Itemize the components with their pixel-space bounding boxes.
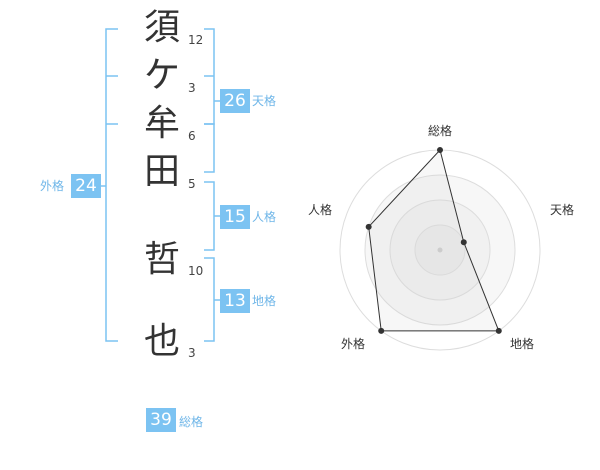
chikaku-bracket (204, 257, 220, 342)
gaikaku-bracket (100, 28, 118, 342)
stroke-count-2: 3 (188, 81, 196, 95)
soukaku-label: 総格 (179, 415, 204, 429)
radar-point-5 (365, 223, 372, 230)
stroke-count-4: 5 (188, 177, 196, 191)
stroke-count-6: 3 (188, 346, 196, 360)
radar-point-1 (437, 147, 443, 153)
stroke-count-5: 10 (188, 264, 204, 278)
radar-axis-label-tenkaku: 天格 (550, 203, 575, 217)
radar-axis-label-gaikaku: 外格 (341, 337, 366, 351)
gaikaku-badge: 24 (71, 174, 101, 198)
name-char-5: 哲 (143, 239, 180, 280)
gaikaku-label: 外格 (40, 179, 65, 193)
radar-point-3 (495, 327, 502, 334)
name-char-3: 牟 (143, 103, 180, 144)
radar-point-4 (378, 327, 385, 334)
tenkaku-badge: 26 (220, 89, 250, 113)
jinkaku-bracket (204, 123, 220, 251)
radar-center-dot (437, 247, 443, 253)
chikaku-badge: 13 (220, 289, 250, 313)
radar-point-2 (460, 239, 467, 246)
stroke-count-3: 6 (188, 129, 196, 143)
tenkaku-label: 天格 (252, 94, 277, 108)
jinkaku-label: 人格 (252, 210, 277, 224)
radar-data-polygon (368, 148, 500, 332)
soukaku-badge: 39 (146, 408, 176, 432)
stroke-count-1: 12 (188, 33, 204, 47)
jinkaku-badge: 15 (220, 205, 250, 229)
name-char-1: 須 (143, 7, 180, 48)
chikaku-label: 地格 (252, 294, 277, 308)
name-char-6: 也 (143, 321, 180, 362)
radar-axis-label-jinkaku: 人格 (308, 203, 333, 217)
name-char-2: ケ (143, 55, 180, 96)
radar-axis-label-chikaku: 地格 (510, 337, 535, 351)
name-char-4: 田 (143, 151, 180, 192)
radar-axis-label-soukaku: 総格 (428, 124, 453, 138)
